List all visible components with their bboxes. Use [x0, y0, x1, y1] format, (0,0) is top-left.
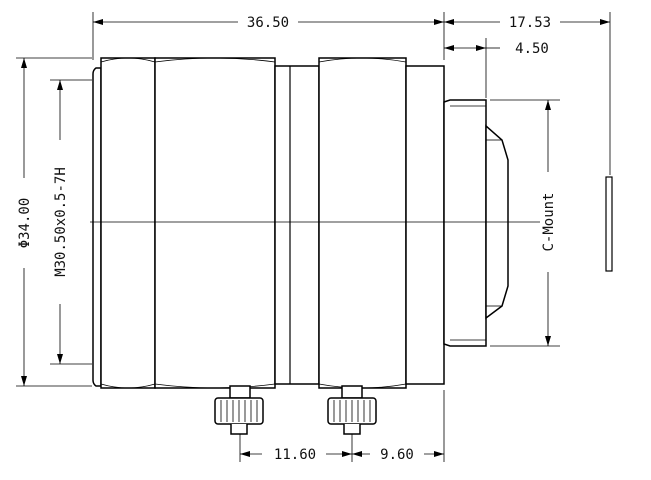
dim-mount-length: 17.53	[444, 15, 610, 31]
dim-overall-length-label: 36.50	[247, 15, 289, 31]
dim-thread: M30.50x0.5-7H	[53, 80, 69, 364]
dim-flange-depth-label: 4.50	[515, 41, 549, 57]
dim-mount-length-label: 17.53	[509, 15, 551, 31]
dim-overall-length: 36.50	[93, 15, 444, 31]
dim-screw-spacing-label: 11.60	[274, 447, 316, 463]
dim-flange-depth: 4.50	[444, 41, 549, 57]
dim-diameter-label: Φ34.00	[17, 198, 33, 249]
c-mount-label: C-Mount	[541, 192, 557, 251]
set-screw-right	[327, 385, 377, 435]
set-screw-left	[214, 385, 264, 435]
dim-diameter: Φ34.00	[17, 58, 33, 386]
dim-screw-offset: 9.60	[352, 447, 444, 463]
sensor-plane-marker	[605, 176, 613, 272]
dim-screw-offset-label: 9.60	[380, 447, 414, 463]
lens-body	[92, 57, 445, 389]
dim-c-mount: C-Mount	[541, 100, 557, 346]
dim-screw-spacing: 11.60	[240, 447, 352, 463]
dim-thread-label: M30.50x0.5-7H	[53, 167, 69, 277]
c-mount-flange	[443, 99, 509, 347]
